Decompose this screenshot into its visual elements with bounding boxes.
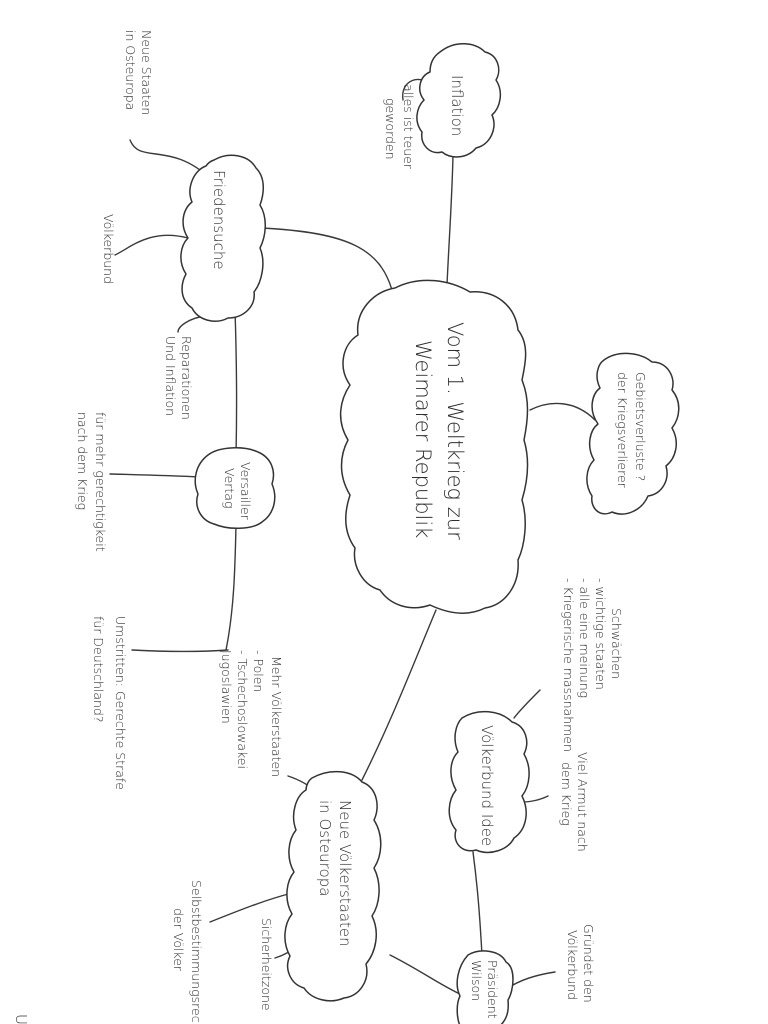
note-gruendet-line2: Völkerbund xyxy=(565,930,580,1000)
note-selbstbestimmung: Selbstbestimmungsrecht der Völker xyxy=(171,880,204,1024)
line-voelkerstaaten-praesident xyxy=(389,954,463,996)
note-schwaechen: Schwächen - wichtige staaten - alle eine… xyxy=(561,578,624,752)
note-neue-staaten: Neue Staaten in Osteuropa xyxy=(123,30,154,115)
line-gruendet xyxy=(507,971,556,989)
note-gerechtigkeit: für mehr gerechtigkeit nach dem Krieg xyxy=(75,412,108,552)
line-selbstbestimmung xyxy=(209,892,293,923)
line-center-voelkerstaaten xyxy=(361,609,437,781)
inflation-label: Inflation xyxy=(448,75,466,136)
note-umstritten-line2: für Deutschland? xyxy=(91,616,106,723)
note-alles-teurer-line1: alles ist teuer xyxy=(401,84,416,170)
gebietsverluste-label-line1: Gebietsverluste ? xyxy=(633,372,648,481)
note-reparationen-line2: Und Inflation xyxy=(163,336,178,416)
note-armut-line1: Viel Armut nach xyxy=(575,752,590,852)
note-alles-teurer-line2: geworden xyxy=(383,98,398,160)
note-neue-staaten-line2: in Osteuropa xyxy=(123,30,138,110)
voelkerbund-idee-cloud xyxy=(448,710,530,854)
note-gruendet-line1: Gründet den xyxy=(581,924,596,1003)
versailler-label-line1: Versailler xyxy=(238,462,253,521)
note-reparationen: Reparationen Und Inflation xyxy=(163,336,194,420)
note-armut: Viel Armut nach dem Krieg xyxy=(559,752,590,852)
voelkerbund-idee-label: Völkerbund Idee xyxy=(478,725,496,846)
note-umstritten-line1: Umstritten: Gerechte Strafe xyxy=(113,616,128,790)
voelkerstaaten-cloud xyxy=(284,770,382,1002)
versailler-label-line2: Vertag xyxy=(222,468,237,508)
gebietsverluste-label-line2: der Kriegsverlierer xyxy=(615,372,630,489)
note-mehr-staaten-line4: Jugoslawien xyxy=(219,650,234,724)
line-armut xyxy=(522,795,549,803)
friedenssuche-label: Friedensuche xyxy=(210,170,228,270)
note-schwaechen-line2: - wichtige staaten xyxy=(593,578,608,690)
center-title-line2: Weimarer Republik xyxy=(411,340,435,538)
note-neue-staaten-line1: Neue Staaten xyxy=(139,30,154,115)
inflation-cloud xyxy=(416,43,502,158)
note-edge-fragment: U xyxy=(12,1014,30,1024)
note-gruendet: Gründet den Völkerbund xyxy=(565,924,596,1003)
line-center-friedenssuche xyxy=(259,227,393,291)
note-mehr-staaten: Mehr Völkerstaaten - Polen - Tschechoslo… xyxy=(219,650,284,777)
note-mehr-staaten-line3: - Tschechoslowakei xyxy=(235,650,250,769)
praesident-label-line1: Präsident xyxy=(485,960,500,1019)
line-umstritten xyxy=(131,649,229,653)
voelkerstaaten-label-line2: in Osteuropa xyxy=(316,800,334,896)
line-reparationen xyxy=(177,315,206,333)
note-voelkerbund: Völkerbund xyxy=(101,214,116,284)
versailler-label: Versailler Vertag xyxy=(222,462,253,521)
note-schwaechen-line3: - alle eine meinung xyxy=(577,578,592,698)
note-schwaechen-line4: - Kriegerische massnahmen xyxy=(561,578,576,752)
center-title-line1: Vom 1. Weltkrieg zur xyxy=(443,322,467,540)
note-gerechtigkeit-line1: für mehr gerechtigkeit xyxy=(93,412,108,552)
note-selbstbestimmung-line2: der Völker xyxy=(171,908,186,972)
center-title: Vom 1. Weltkrieg zur Weimarer Republik xyxy=(411,322,467,540)
note-alles-teurer: alles ist teuer geworden xyxy=(383,84,416,170)
note-mehr-staaten-line1: Mehr Völkerstaaten xyxy=(269,656,284,777)
line-voelkerbund-praesident xyxy=(472,851,483,956)
note-mehr-staaten-line2: - Polen xyxy=(251,650,266,692)
line-neue-staaten xyxy=(129,139,213,181)
note-reparationen-line1: Reparationen xyxy=(179,336,194,420)
gebietsverluste-cloud xyxy=(586,352,680,515)
friedenssuche-cloud xyxy=(180,154,266,322)
line-friedenssuche-versailler xyxy=(234,309,238,456)
line-voelkerbund-note xyxy=(114,234,189,256)
note-umstritten: Umstritten: Gerechte Strafe für Deutschl… xyxy=(91,616,128,790)
center-cloud xyxy=(339,279,529,615)
voelkerstaaten-label-line1: Neue Völkerstaaten xyxy=(336,800,354,947)
note-sicherheit: Sicherheitzone xyxy=(259,918,274,1011)
versailler-cloud xyxy=(194,447,276,529)
praesident-label-line2: Wilson xyxy=(469,960,484,1001)
line-center-inflation xyxy=(446,154,454,286)
line-center-gebietsverluste xyxy=(529,402,596,421)
note-selbstbestimmung-line1: Selbstbestimmungsrecht xyxy=(189,880,204,1024)
line-versailler-down xyxy=(225,524,237,651)
line-gerechtigkeit xyxy=(109,473,201,478)
voelkerstaaten-label: Neue Völkerstaaten in Osteuropa xyxy=(316,800,354,947)
line-schwaechen xyxy=(513,689,541,719)
note-schwaechen-line1: Schwächen xyxy=(609,608,624,679)
praesident-cloud xyxy=(456,950,514,1024)
note-armut-line2: dem Krieg xyxy=(559,762,574,826)
note-gerechtigkeit-line2: nach dem Krieg xyxy=(75,412,90,510)
gebietsverluste-label: Gebietsverluste ? der Kriegsverlierer xyxy=(615,372,648,489)
praesident-label: Präsident Wilson xyxy=(469,960,500,1019)
